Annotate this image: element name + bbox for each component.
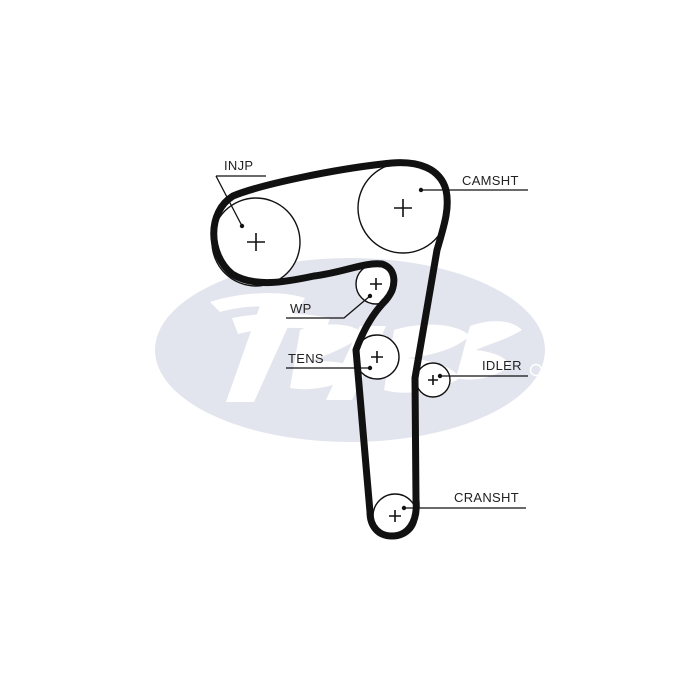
label-injp: INJP <box>224 158 253 173</box>
registered-mark <box>529 363 543 377</box>
label-wp: WP <box>290 301 312 316</box>
label-cransht: CRANSHT <box>454 490 519 505</box>
leader-tens <box>286 365 373 371</box>
pulley-injp <box>211 197 301 287</box>
label-idler: IDLER <box>482 358 522 373</box>
brand-logo-watermark <box>155 258 545 442</box>
leader-wp <box>286 293 373 319</box>
pulley-camsht <box>357 162 449 254</box>
pulley-idler <box>415 362 451 398</box>
leader-injp <box>215 175 266 229</box>
leader-cransht <box>401 505 526 511</box>
label-tens: TENS <box>288 351 324 366</box>
leader-idler <box>437 373 528 379</box>
timing-belt <box>210 159 451 540</box>
label-camsht: CAMSHT <box>462 173 519 188</box>
leader-camsht <box>418 187 528 193</box>
